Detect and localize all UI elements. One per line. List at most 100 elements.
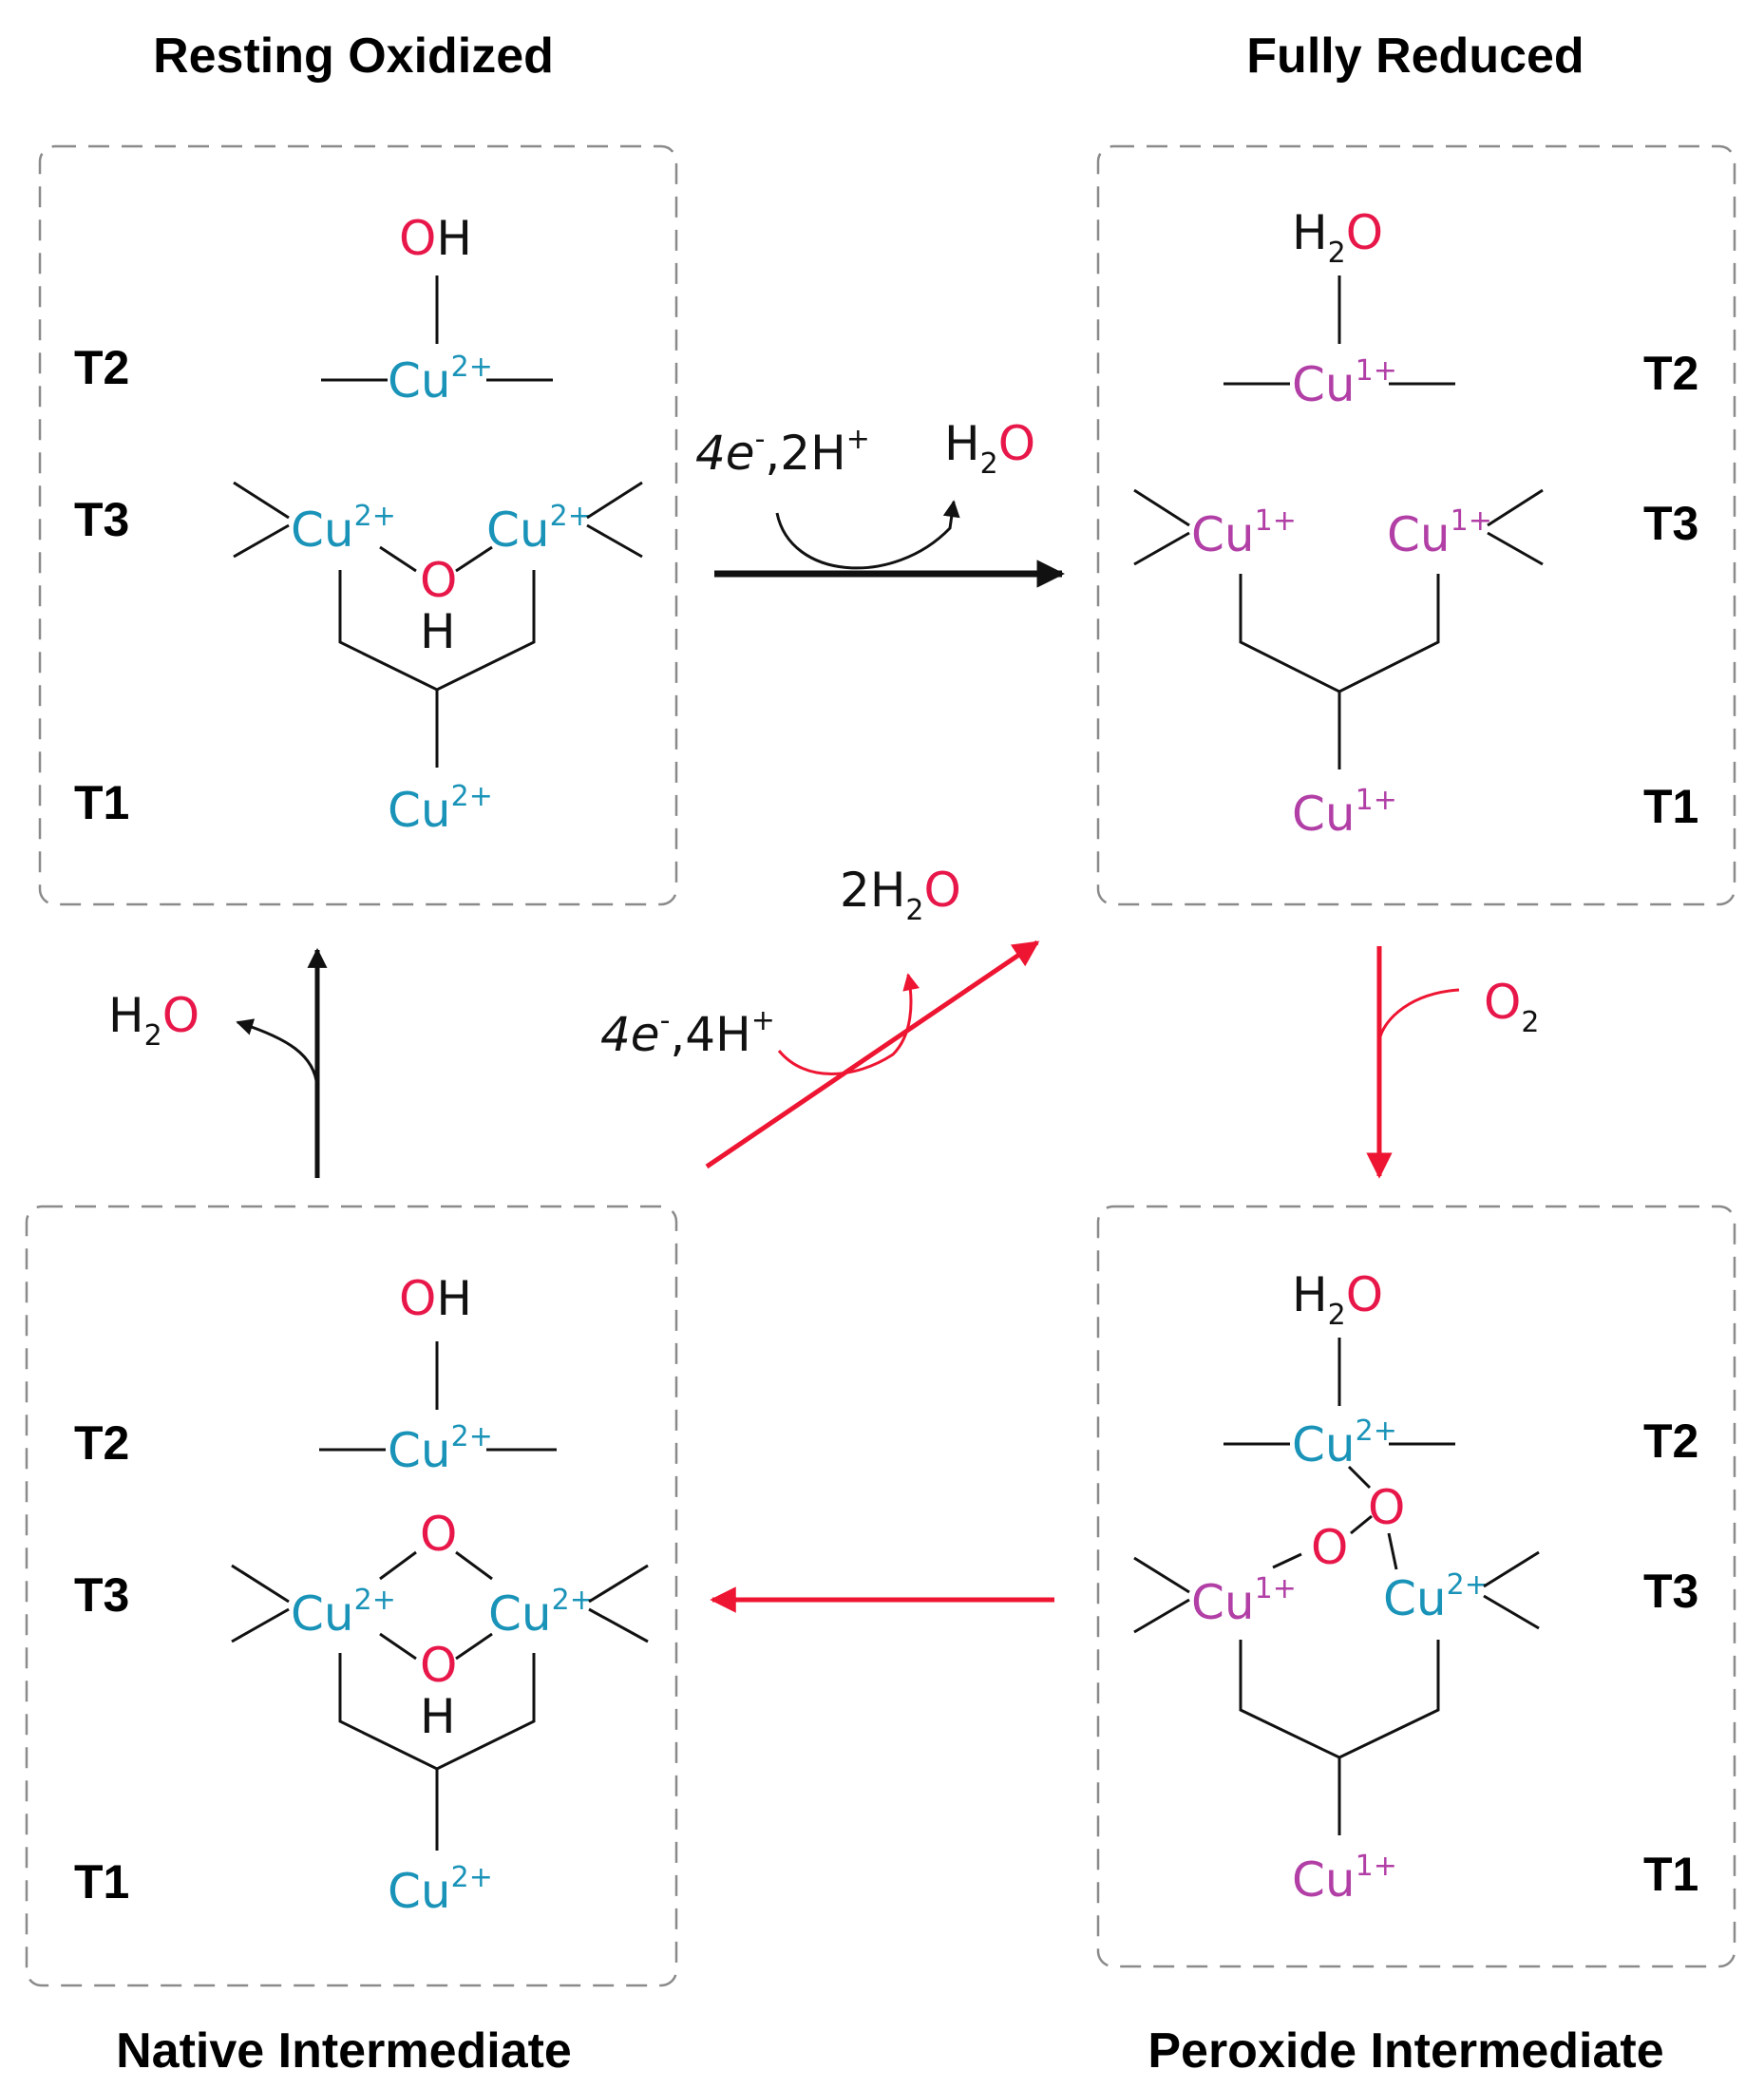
title-resting-oxidized: Resting Oxidized xyxy=(153,28,554,84)
native-decay-arrow: H2O xyxy=(108,947,328,1178)
peroxide-intermediate-box xyxy=(1096,1205,1736,1968)
hydrogen-atom: H xyxy=(436,1271,472,1326)
site-label-t2: T2 xyxy=(74,341,129,394)
native-intermediate-structure: T2 T3 T1 OH Cu2+ O Cu2+ Cu2+ O H Cu2+ xyxy=(74,1271,649,1919)
hydrogen-atom: H xyxy=(870,863,906,918)
oxygen-atom: O xyxy=(1346,205,1383,260)
svg-text:Cu1+: Cu1+ xyxy=(1292,784,1397,842)
copper-atom: Cu xyxy=(1292,1417,1356,1472)
peroxide-oxygen-atom: O xyxy=(1368,1480,1405,1535)
oxidation-state: 2+ xyxy=(451,1861,493,1894)
direct-product-water: 2H2O xyxy=(840,863,961,927)
copper-atom: Cu xyxy=(486,503,550,558)
direct-reduction-arrow: 4e-,4H+ 2H2O xyxy=(600,863,1040,1169)
subscript-two: 2 xyxy=(144,1019,162,1053)
oxidation-state: 2+ xyxy=(552,1584,594,1617)
copper-atom: Cu xyxy=(1383,1571,1447,1626)
electron-charge: - xyxy=(660,1004,671,1037)
oxygen-molecule-label: O2 xyxy=(1484,975,1539,1039)
svg-text:Cu2+: Cu2+ xyxy=(1383,1568,1489,1626)
site-label-t1: T1 xyxy=(74,1855,129,1909)
copper-atom: Cu xyxy=(1191,1575,1255,1630)
site-label-t3: T3 xyxy=(1643,497,1698,550)
oxidation-state: 1+ xyxy=(1451,504,1492,538)
svg-text:Cu1+: Cu1+ xyxy=(1292,1850,1397,1908)
subscript-two: 2 xyxy=(980,447,998,481)
subscript-two: 2 xyxy=(1328,1299,1346,1332)
electron-label: 4e xyxy=(600,1007,660,1062)
site-label-t2: T2 xyxy=(1643,1415,1698,1468)
bridging-oxygen-atom: O xyxy=(420,553,457,608)
oxygen-atom: O xyxy=(924,863,961,918)
copper-atom: Cu xyxy=(388,1423,451,1478)
svg-text:OH: OH xyxy=(399,1271,472,1326)
title-native-intermediate: Native Intermediate xyxy=(116,2023,572,2079)
bridging-oxygen-atom: O xyxy=(420,1638,457,1693)
oxidation-state: 2+ xyxy=(354,500,396,533)
peroxide-intermediate-structure: T2 T3 T1 H2O Cu2+ O O Cu1+ Cu2+ Cu1+ xyxy=(1133,1267,1698,1908)
svg-text:Cu2+: Cu2+ xyxy=(486,500,592,558)
oxidation-state: 1+ xyxy=(1255,504,1297,538)
proton-label: ,2H xyxy=(765,426,845,481)
proton-charge: + xyxy=(846,423,870,456)
electron-label: 4e xyxy=(695,426,755,481)
site-label-t3: T3 xyxy=(74,493,129,546)
electron-charge: - xyxy=(755,423,766,456)
reduction-arrow: 4e-,2H+ H2O xyxy=(695,416,1065,588)
oxidation-state: 2+ xyxy=(1447,1568,1489,1602)
resting-oxidized-structure: T2 T3 T1 OH Cu2+ Cu2+ Cu2+ O H Cu2+ xyxy=(74,211,643,838)
site-label-t3: T3 xyxy=(1643,1565,1698,1618)
site-label-t1: T1 xyxy=(74,776,129,829)
copper-atom: Cu xyxy=(291,503,354,558)
bridging-hydrogen-atom: H xyxy=(420,1689,456,1744)
oxidation-state: 2+ xyxy=(1356,1415,1397,1448)
fully-reduced-structure: T2 T3 T1 H2O Cu1+ Cu1+ Cu1+ Cu1+ xyxy=(1133,205,1698,842)
hydrogen-atom: H xyxy=(1292,1267,1328,1322)
hydrogen-atom: H xyxy=(944,416,980,471)
fully-reduced-box xyxy=(1096,144,1736,906)
svg-text:Cu2+: Cu2+ xyxy=(388,1420,493,1478)
oxidation-state: 2+ xyxy=(451,780,493,813)
svg-text:H2O: H2O xyxy=(1292,205,1383,270)
subscript-two: 2 xyxy=(905,894,923,927)
peroxide-oxygen-atom: O xyxy=(1311,1520,1348,1575)
bridging-hydrogen-atom: H xyxy=(420,604,456,659)
svg-text:4e-,2H+: 4e-,2H+ xyxy=(695,423,870,481)
svg-text:Cu1+: Cu1+ xyxy=(1191,1572,1297,1630)
copper-atom: Cu xyxy=(388,783,451,838)
svg-text:Cu2+: Cu2+ xyxy=(388,780,493,838)
title-fully-reduced: Fully Reduced xyxy=(1246,28,1584,84)
hydrogen-atom: H xyxy=(436,211,472,266)
decay-product-water: H2O xyxy=(108,988,199,1053)
svg-text:Cu1+: Cu1+ xyxy=(1292,354,1397,412)
oxygen-atom: O xyxy=(998,416,1035,471)
oxidation-state: 1+ xyxy=(1356,354,1397,388)
svg-text:Cu2+: Cu2+ xyxy=(1292,1415,1397,1472)
proton-label: ,4H xyxy=(670,1007,750,1062)
copper-atom: Cu xyxy=(1191,507,1255,562)
oxygen-atom: O xyxy=(162,988,199,1043)
oxygen-atom: O xyxy=(1346,1267,1383,1322)
svg-text:Cu1+: Cu1+ xyxy=(1387,504,1492,562)
svg-text:4e-,4H+: 4e-,4H+ xyxy=(600,1004,775,1062)
native-intermediate-box xyxy=(25,1205,678,1987)
oxygen-atom: O xyxy=(399,211,436,266)
site-label-t3: T3 xyxy=(74,1568,129,1622)
oxygen-binding-arrow: O2 xyxy=(1366,946,1539,1179)
oxidation-state: 1+ xyxy=(1356,784,1397,817)
oxidation-state: 2+ xyxy=(451,351,493,384)
resting-oxidized-box xyxy=(38,144,678,906)
hydrogen-atom: H xyxy=(1292,205,1328,260)
oxidation-state: 2+ xyxy=(451,1420,493,1453)
copper-atom: Cu xyxy=(388,353,451,408)
svg-text:OH: OH xyxy=(399,211,472,266)
svg-text:Cu2+: Cu2+ xyxy=(388,1861,493,1919)
svg-text:Cu1+: Cu1+ xyxy=(1191,504,1297,562)
oxidation-state: 2+ xyxy=(550,500,592,533)
oxidation-state: 2+ xyxy=(354,1584,396,1617)
copper-atom: Cu xyxy=(1292,357,1356,412)
copper-atom: Cu xyxy=(1292,1852,1356,1908)
copper-atom: Cu xyxy=(1292,787,1356,842)
svg-text:H2O: H2O xyxy=(1292,1267,1383,1332)
